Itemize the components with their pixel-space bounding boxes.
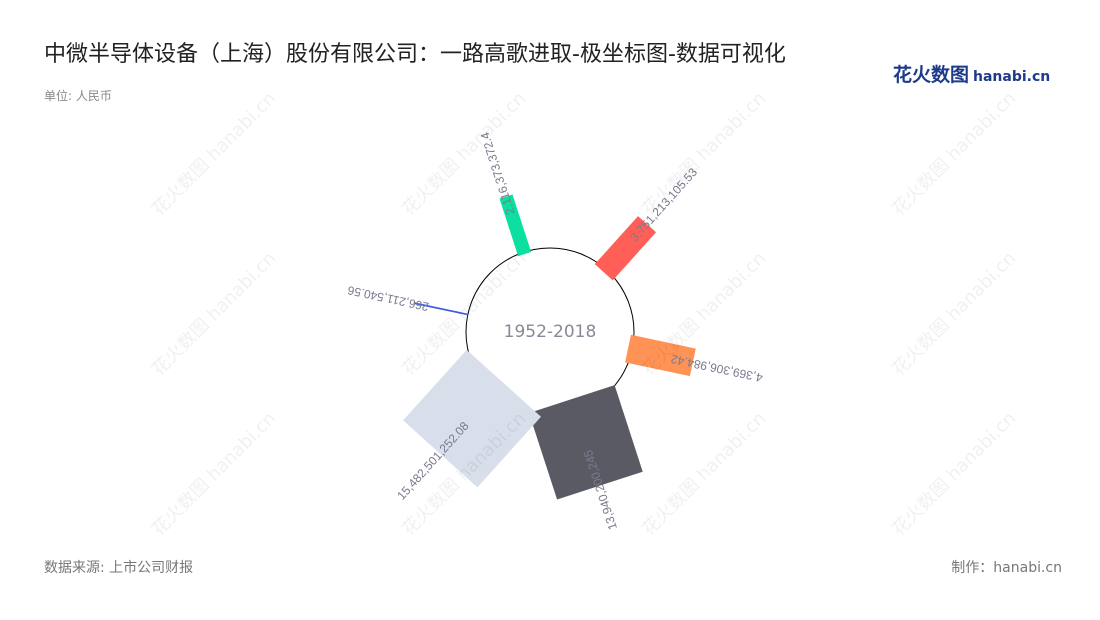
bar (625, 334, 696, 377)
data-label: 2,116,373,372.4 (478, 130, 518, 216)
bar (594, 216, 657, 281)
data-label: 3,751,213,105.53 (627, 165, 700, 244)
bar-group (594, 216, 657, 281)
logo-en: hanabi.cn (973, 69, 1051, 85)
bar-group (413, 302, 469, 316)
unit-label: 单位: 人民币 (44, 89, 112, 103)
data-label: 266,211,540.56 (346, 283, 430, 314)
chart-title: 中微半导体设备（上海）股份有限公司：一路高歌进取-极坐标图-数据可视化 (44, 42, 786, 67)
bar-group (528, 385, 643, 500)
bar (528, 385, 643, 500)
bar-group (403, 349, 541, 488)
bar-group (625, 334, 696, 377)
data-label: 4,369,306,984.42 (669, 352, 764, 385)
maker-credit: 制作：hanabi.cn (951, 560, 1062, 576)
center-label: 1952-2018 (504, 322, 597, 342)
bar (413, 302, 469, 316)
logo-cn: 花火数图 (893, 64, 970, 86)
bar (499, 194, 532, 257)
data-source: 数据来源: 上市公司财报 (44, 560, 194, 576)
bar-group (499, 194, 532, 257)
bar (403, 349, 541, 488)
